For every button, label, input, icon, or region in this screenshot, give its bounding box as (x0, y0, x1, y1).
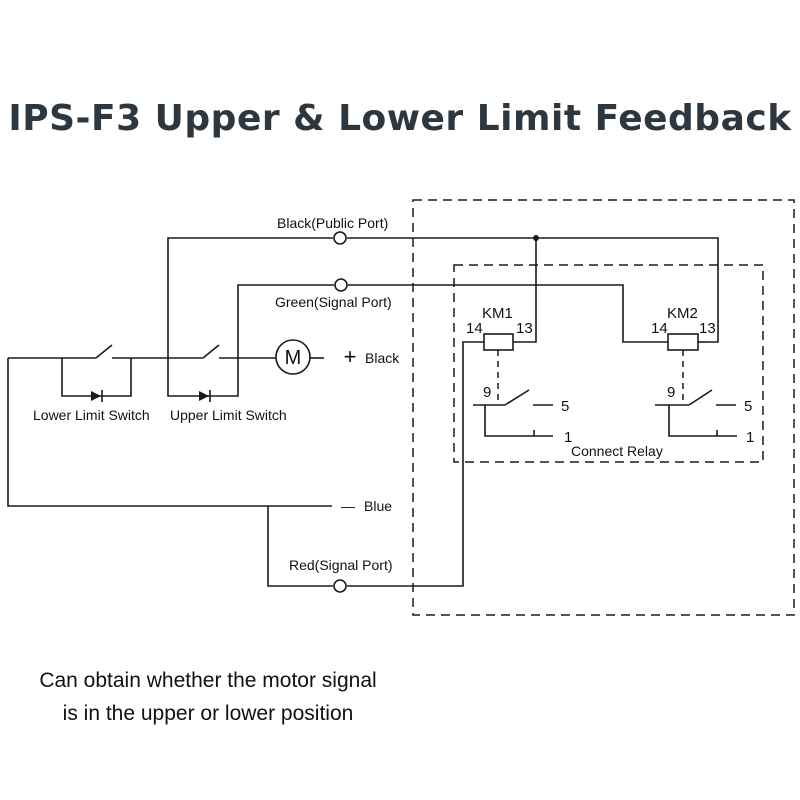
black-public-wire-right (347, 237, 719, 343)
red-signal-port-terminal (333, 579, 347, 593)
black-public-wire-left (167, 237, 333, 358)
diagram-title: IPS-F3 Upper & Lower Limit Feedback (8, 98, 792, 139)
upper-switch-diode-icon (199, 391, 209, 401)
connect-relay-label: Connect Relay (571, 443, 663, 459)
relay-dashed-box (453, 264, 764, 463)
outer-dashed-box (412, 199, 795, 616)
lower-switch-bypass (61, 358, 132, 397)
km1-label: KM1 (482, 305, 513, 322)
lower-limit-switch-label: Lower Limit Switch (33, 407, 150, 423)
km2-coil (667, 333, 699, 351)
upper-switch-bypass (167, 358, 239, 397)
caption: Can obtain whether the motor signal is i… (0, 664, 416, 730)
motor-icon (275, 339, 311, 375)
km2-pin-14: 14 (651, 320, 668, 337)
km1-no-contact (504, 389, 530, 406)
km2-pin-9: 9 (667, 384, 675, 401)
km2-pin-13: 13 (699, 320, 716, 337)
km1-pin13-wire (513, 238, 537, 343)
black-wire-label: Black (365, 350, 400, 366)
km1-nc-lead (484, 405, 510, 437)
red-signal-wire-right (347, 341, 484, 587)
km1-pin-1: 1 (564, 429, 572, 446)
motor-symbol: M (285, 347, 302, 369)
upper-switch-contact (202, 344, 220, 359)
green-signal-wire-right (348, 284, 668, 343)
red-signal-wire-left (267, 506, 333, 587)
km1-pin-14: 14 (466, 320, 483, 337)
green-signal-port-terminal (334, 278, 348, 292)
km2-no-contact (688, 389, 713, 406)
red-signal-port-label: Red(Signal Port) (289, 557, 393, 573)
km2-pin-5: 5 (744, 398, 752, 415)
black-public-port-label: Black(Public Port) (277, 215, 388, 231)
black-public-port-terminal (333, 231, 347, 245)
km1-pin-5: 5 (561, 398, 569, 415)
km2-pin-1: 1 (746, 429, 754, 446)
lower-switch-diode-icon (91, 391, 101, 401)
lower-switch-contact (95, 344, 113, 359)
km2-nc-lead (668, 405, 693, 437)
black-plus-sign: + (344, 344, 357, 369)
green-signal-wire-left (237, 284, 334, 358)
km1-pin-13: 13 (516, 320, 533, 337)
km1-pin-9: 9 (483, 384, 491, 401)
blue-wire-label: Blue (364, 498, 392, 514)
km2-label: KM2 (667, 305, 698, 322)
blue-dash: — (341, 498, 355, 514)
green-signal-port-label: Green(Signal Port) (275, 294, 392, 310)
caption-line-1: Can obtain whether the motor signal (39, 669, 377, 692)
km1-coil (483, 333, 514, 351)
caption-line-2: is in the upper or lower position (62, 702, 354, 725)
upper-limit-switch-label: Upper Limit Switch (170, 407, 287, 423)
blue-wire (7, 358, 332, 507)
